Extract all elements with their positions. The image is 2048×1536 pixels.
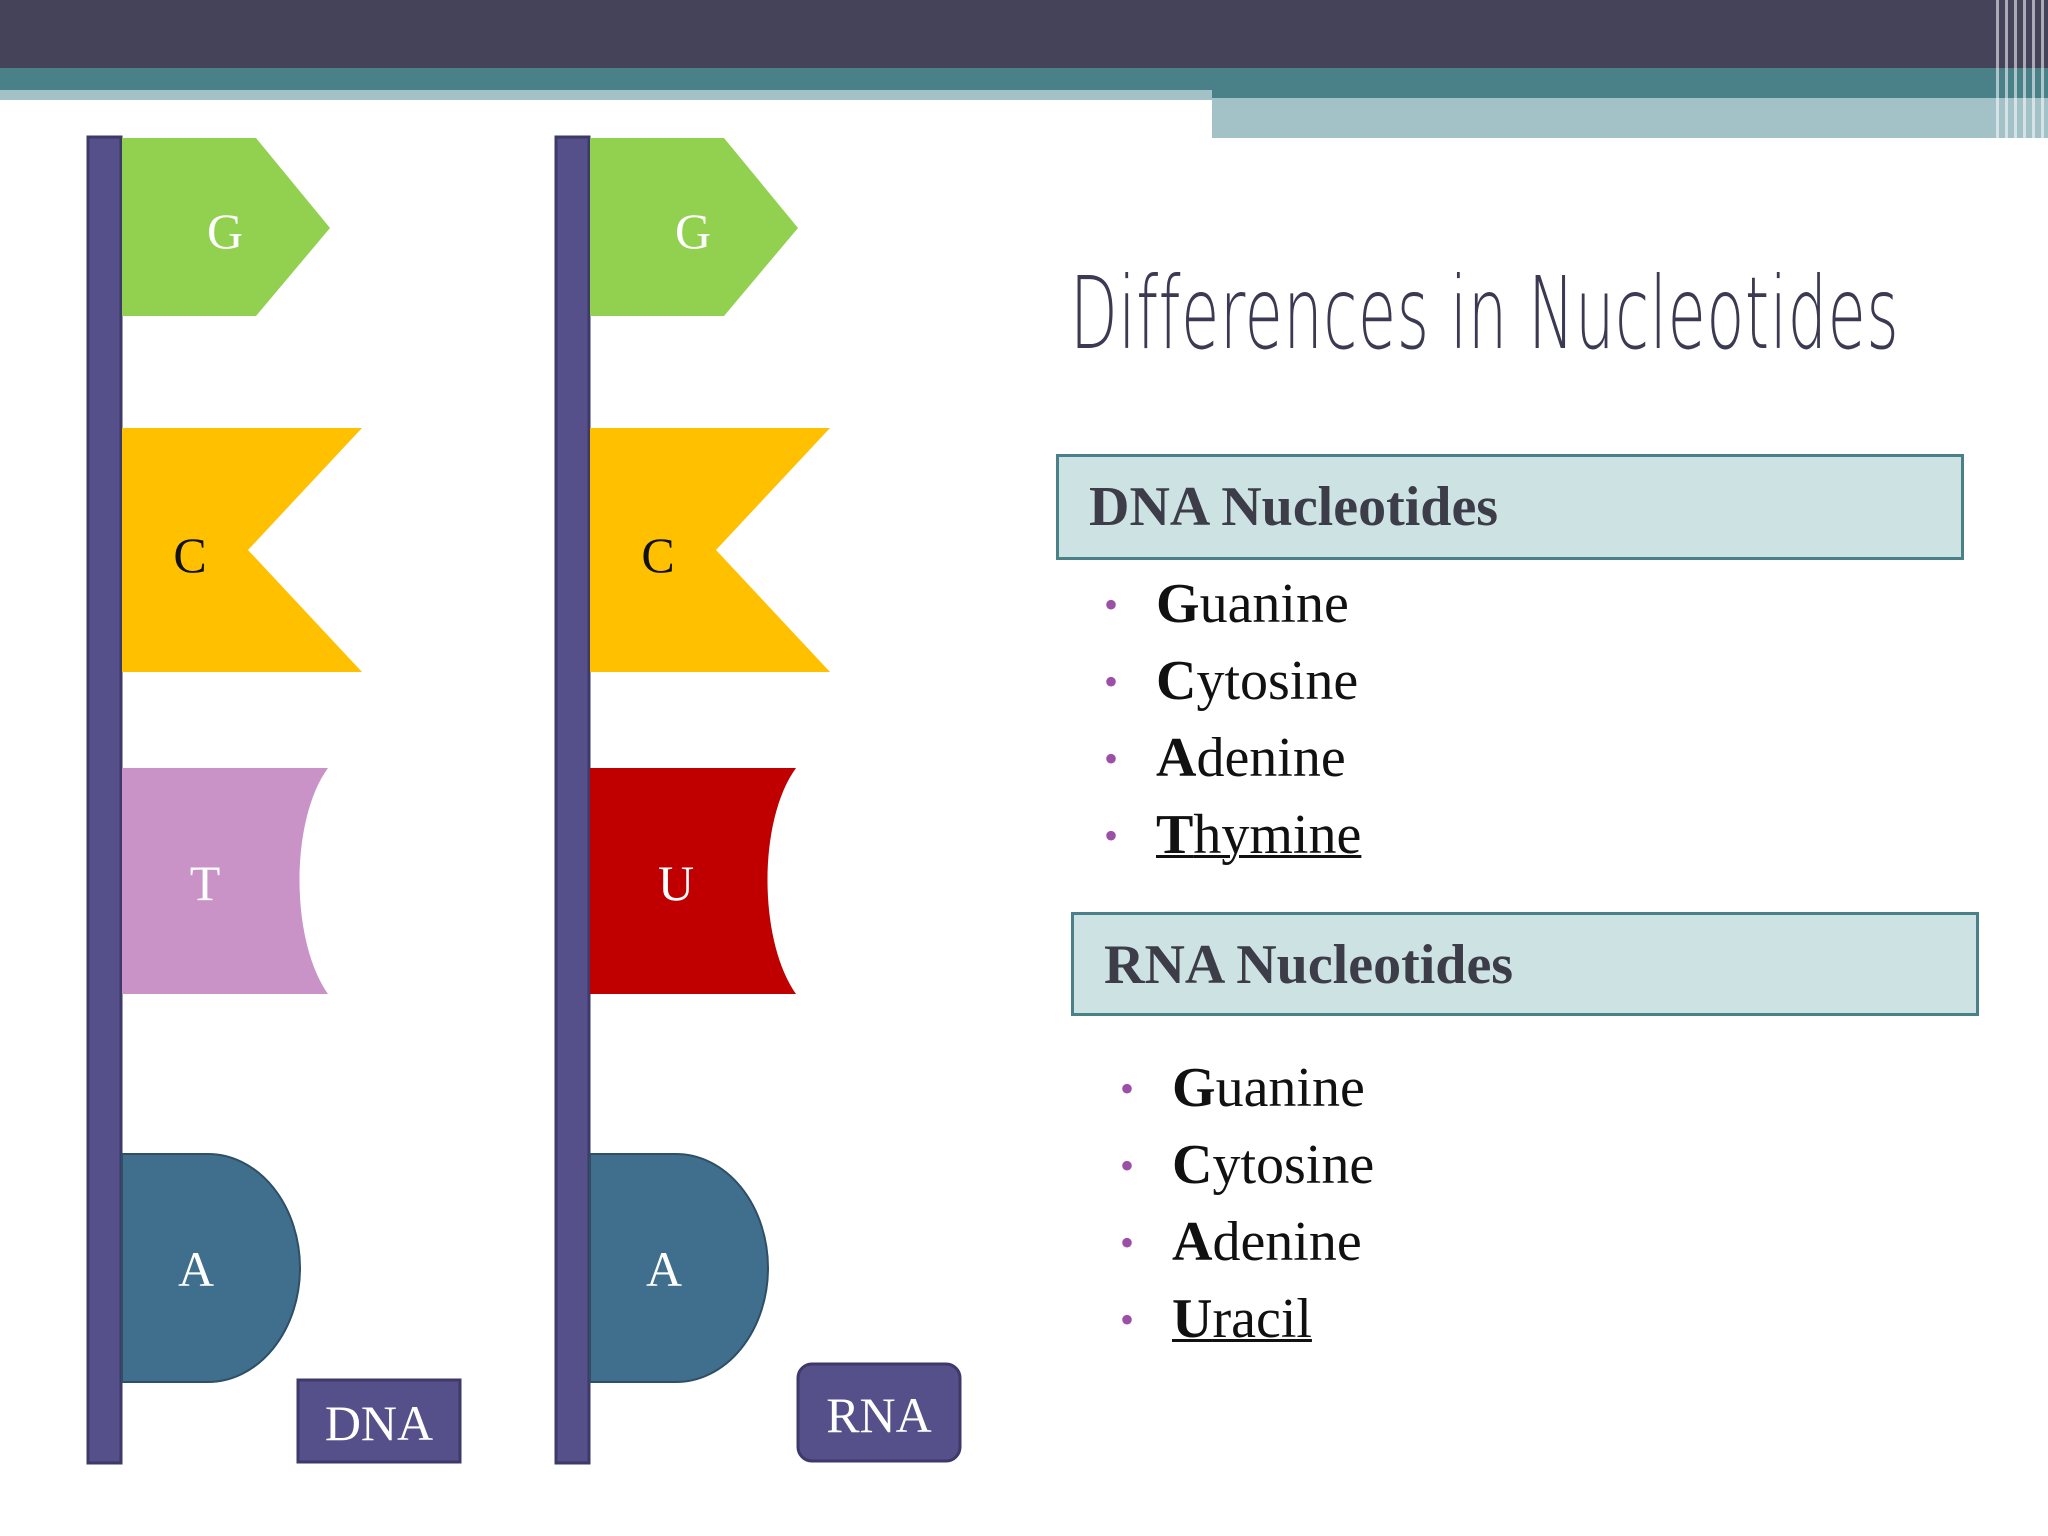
rna-cytosine-shape <box>590 428 830 672</box>
header-bar <box>0 0 2048 68</box>
list-item: •Adenine <box>1120 1204 1720 1281</box>
list-item: •Guanine <box>1104 566 1704 643</box>
rna-cytosine-letter: C <box>641 527 674 583</box>
header-stripes <box>1990 0 2048 138</box>
list-item: •Cytosine <box>1104 643 1704 720</box>
rna-panel-heading: RNA Nucleotides <box>1071 912 1979 1016</box>
bullet-icon: • <box>1120 1220 1135 1265</box>
dna-cytosine-shape <box>122 428 362 672</box>
list-item: •Cytosine <box>1120 1127 1720 1204</box>
rna-adenine-letter: A <box>646 1241 682 1297</box>
dna-cytosine-letter: C <box>173 527 206 583</box>
bullet-icon: • <box>1104 659 1119 704</box>
rna-caption-box <box>796 1362 962 1463</box>
dna-thymine-shape <box>122 768 328 994</box>
bullet-icon: • <box>1104 813 1119 858</box>
bullet-icon: • <box>1120 1297 1135 1342</box>
rna-uracil-shape <box>590 768 796 994</box>
bullet-icon: • <box>1104 736 1119 781</box>
rna-guanine-letter: G <box>675 203 711 259</box>
rna-nucleotide-list: •Guanine •Cytosine •Adenine •Uracil <box>1120 1050 1720 1358</box>
bullet-icon: • <box>1120 1143 1135 1188</box>
dna-thymine-letter: T <box>190 855 221 911</box>
dna-adenine-shape <box>121 1153 301 1383</box>
rna-uracil-letter: U <box>658 855 694 911</box>
dna-backbone <box>86 135 123 1465</box>
dna-nucleotide-list: •Guanine •Cytosine •Adenine •Thymine <box>1104 566 1704 874</box>
dna-panel-heading: DNA Nucleotides <box>1056 454 1964 560</box>
rna-guanine-shape <box>590 138 798 316</box>
header-light-block <box>1212 98 2048 138</box>
list-item: •Guanine <box>1120 1050 1720 1127</box>
dna-guanine-letter: G <box>207 203 243 259</box>
dna-caption-box <box>296 1378 462 1464</box>
header-light-band <box>0 90 1212 100</box>
dna-adenine-letter: A <box>178 1241 214 1297</box>
bullet-icon: • <box>1104 582 1119 627</box>
rna-backbone <box>554 135 591 1465</box>
bullet-icon: • <box>1120 1066 1135 1111</box>
rna-adenine-shape <box>589 1153 769 1383</box>
list-item: •Uracil <box>1120 1281 1720 1358</box>
list-item: •Adenine <box>1104 720 1704 797</box>
rna-caption-label: RNA <box>826 1387 932 1443</box>
list-item: •Thymine <box>1104 797 1704 874</box>
dna-guanine-shape <box>122 138 330 316</box>
slide-title: Differences in Nucleotides <box>1070 255 1900 372</box>
dna-caption-label: DNA <box>325 1395 433 1451</box>
